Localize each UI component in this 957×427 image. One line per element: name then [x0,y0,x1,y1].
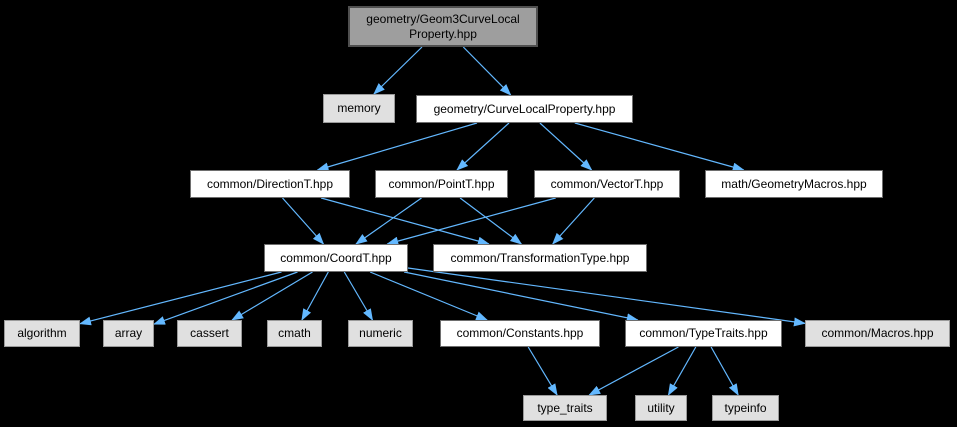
node-label: utility [647,400,675,415]
node-label: common/Macros.hpp [821,326,934,341]
node-common-typetraits-hpp[interactable]: common/TypeTraits.hpp [625,320,782,347]
node-label: common/Constants.hpp [456,326,584,341]
node-label: common/PointT.hpp [388,176,495,191]
node-memory: memory [323,94,395,123]
node-math-geometrymacros-hpp[interactable]: math/GeometryMacros.hpp [705,170,883,198]
node-algorithm: algorithm [4,320,80,347]
node-label: numeric [359,326,402,341]
node-numeric: numeric [348,320,413,347]
node-type-traits: type_traits [523,395,607,421]
node-common-transformationtype-hpp[interactable]: common/TransformationType.hpp [433,244,647,272]
node-label: common/TypeTraits.hpp [639,326,768,341]
node-cassert: cassert [177,320,242,347]
node-array: array [103,320,154,347]
node-cmath: cmath [267,320,322,347]
node-label: cmath [278,326,311,341]
node-common-macros-hpp: common/Macros.hpp [805,320,950,347]
node-label: common/CoordT.hpp [280,250,392,265]
node-label: type_traits [537,400,593,415]
node-label: algorithm [17,326,67,341]
node-label: typeinfo [724,400,767,415]
node-typeinfo: typeinfo [712,395,779,421]
node-geometry-curvelocalproperty-hpp[interactable]: geometry/CurveLocalProperty.hpp [416,95,633,123]
node-common-vectort-hpp[interactable]: common/VectorT.hpp [534,170,680,198]
node-label-line1: geometry/Geom3CurveLocal [366,12,520,27]
node-label: array [114,326,143,341]
node-label: common/VectorT.hpp [550,176,664,191]
node-label: common/TransformationType.hpp [450,250,630,265]
node-label: math/GeometryMacros.hpp [721,176,867,191]
node-common-constants-hpp[interactable]: common/Constants.hpp [440,320,600,347]
node-label: memory [337,101,381,116]
node-common-directiont-hpp[interactable]: common/DirectionT.hpp [190,170,350,198]
node-common-coordt-hpp[interactable]: common/CoordT.hpp [264,244,408,272]
node-label: cassert [190,326,229,341]
node-label: geometry/CurveLocalProperty.hpp [433,101,616,116]
node-utility: utility [635,395,687,421]
node-geometry-geom3curvelocalproperty-hpp: geometry/Geom3CurveLocal Property.hpp [348,6,538,47]
node-label-line2: Property.hpp [409,26,477,41]
node-common-pointt-hpp[interactable]: common/PointT.hpp [375,170,508,198]
node-label: common/DirectionT.hpp [206,176,334,191]
